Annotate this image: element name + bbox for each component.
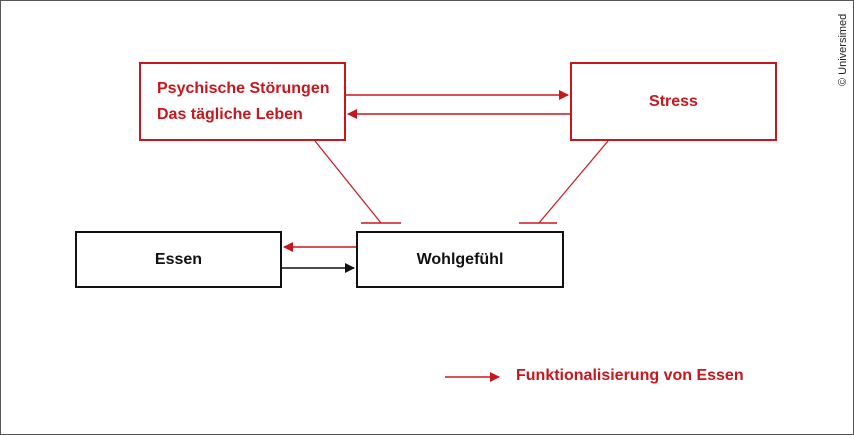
edge-stress-inhibits-wohl (538, 140, 609, 224)
node-psych-line2: Das tägliche Leben (157, 105, 303, 123)
node-essen-label: Essen (154, 250, 203, 268)
node-wohlgefuehl: Wohlgefühl (356, 231, 564, 288)
legend-label: Funktionalisierung von Essen (516, 367, 744, 384)
edge-psych-inhibits-wohl (314, 140, 382, 224)
node-psychische-stoerungen: Psychische Störungen Das tägliche Leben (139, 62, 346, 141)
node-stress: Stress (570, 62, 777, 141)
node-psych-line1: Psychische Störungen (157, 79, 330, 97)
node-wohl-label: Wohlgefühl (416, 250, 504, 268)
node-stress-label: Stress (649, 92, 698, 110)
copyright-notice: © Universimed (837, 13, 849, 86)
node-essen: Essen (75, 231, 282, 288)
